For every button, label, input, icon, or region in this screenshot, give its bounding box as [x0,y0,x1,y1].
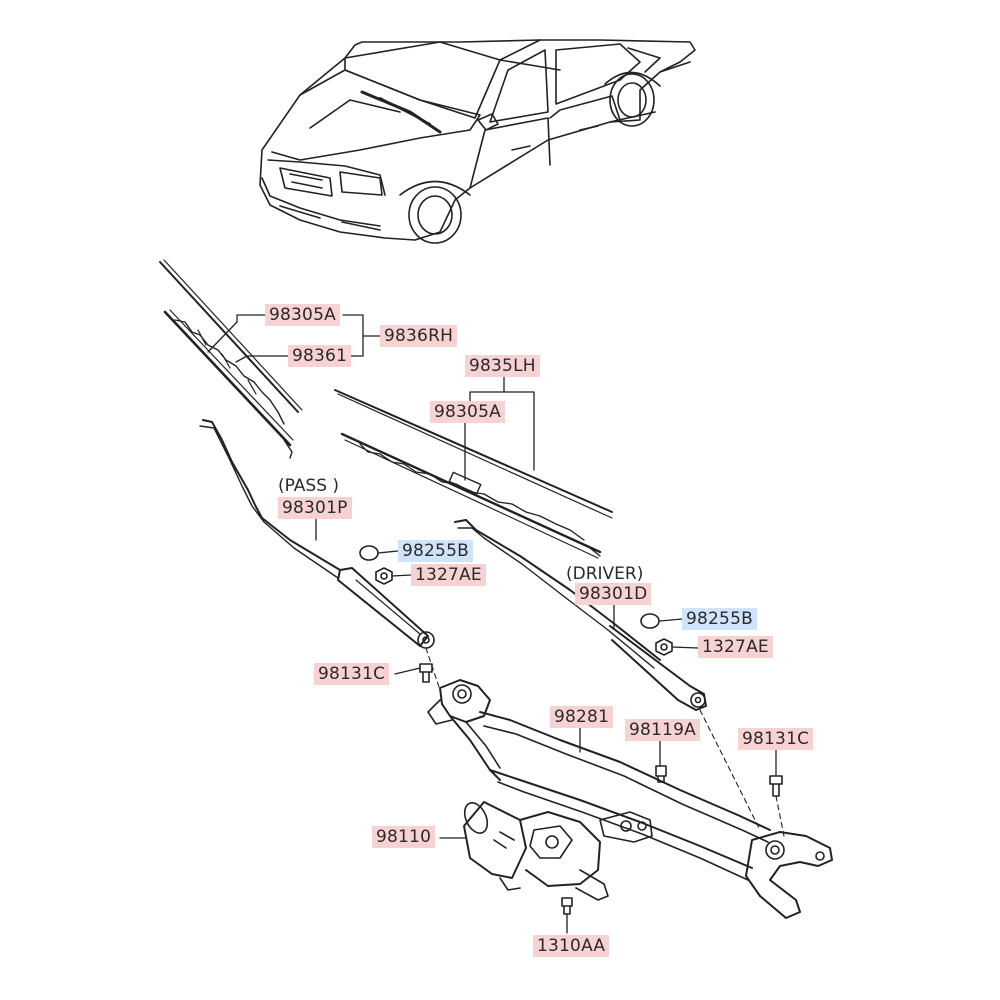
part-label-98301D: 98301D [575,583,652,605]
alignment-dash-3 [775,795,785,837]
part-label-1327AE-right: 1327AE [698,636,773,658]
part-label-98305A-lh: 98305A [430,401,505,423]
part-label-98119A: 98119A [625,719,700,741]
rh-wiper-blade-assembly [159,259,303,459]
part-label-98255B-left: 98255B [398,540,473,562]
wiper-linkage [427,679,833,919]
leader-lines [207,314,777,934]
wiper-motor [463,801,609,901]
part-label-98305A-rh: 98305A [265,304,340,326]
part-label-9835LH: 9835LH [465,355,540,377]
note-pass: (PASS ) [278,476,340,496]
alignment-dash-2 [425,647,441,691]
part-label-98110: 98110 [372,826,436,848]
part-label-98131C-right: 98131C [738,728,814,750]
rh-wiper-arm [199,419,435,649]
lh-wiper-arm [454,519,707,711]
alignment-dash-1 [699,709,761,831]
part-label-98281: 98281 [550,706,614,728]
nuts-and-caps [359,545,783,915]
note-driver: (DRIVER) [566,564,644,584]
car-illustration [259,39,696,244]
part-label-98255B-right: 98255B [682,608,757,630]
part-label-9836RH: 9836RH [380,325,458,347]
part-label-98361: 98361 [288,345,352,367]
lh-wiper-blade-assembly [334,389,613,559]
part-label-98131C-left: 98131C [314,663,390,685]
part-label-98301P: 98301P [278,497,352,519]
part-label-1327AE-left: 1327AE [411,564,486,586]
part-label-1310AA: 1310AA [533,935,610,957]
